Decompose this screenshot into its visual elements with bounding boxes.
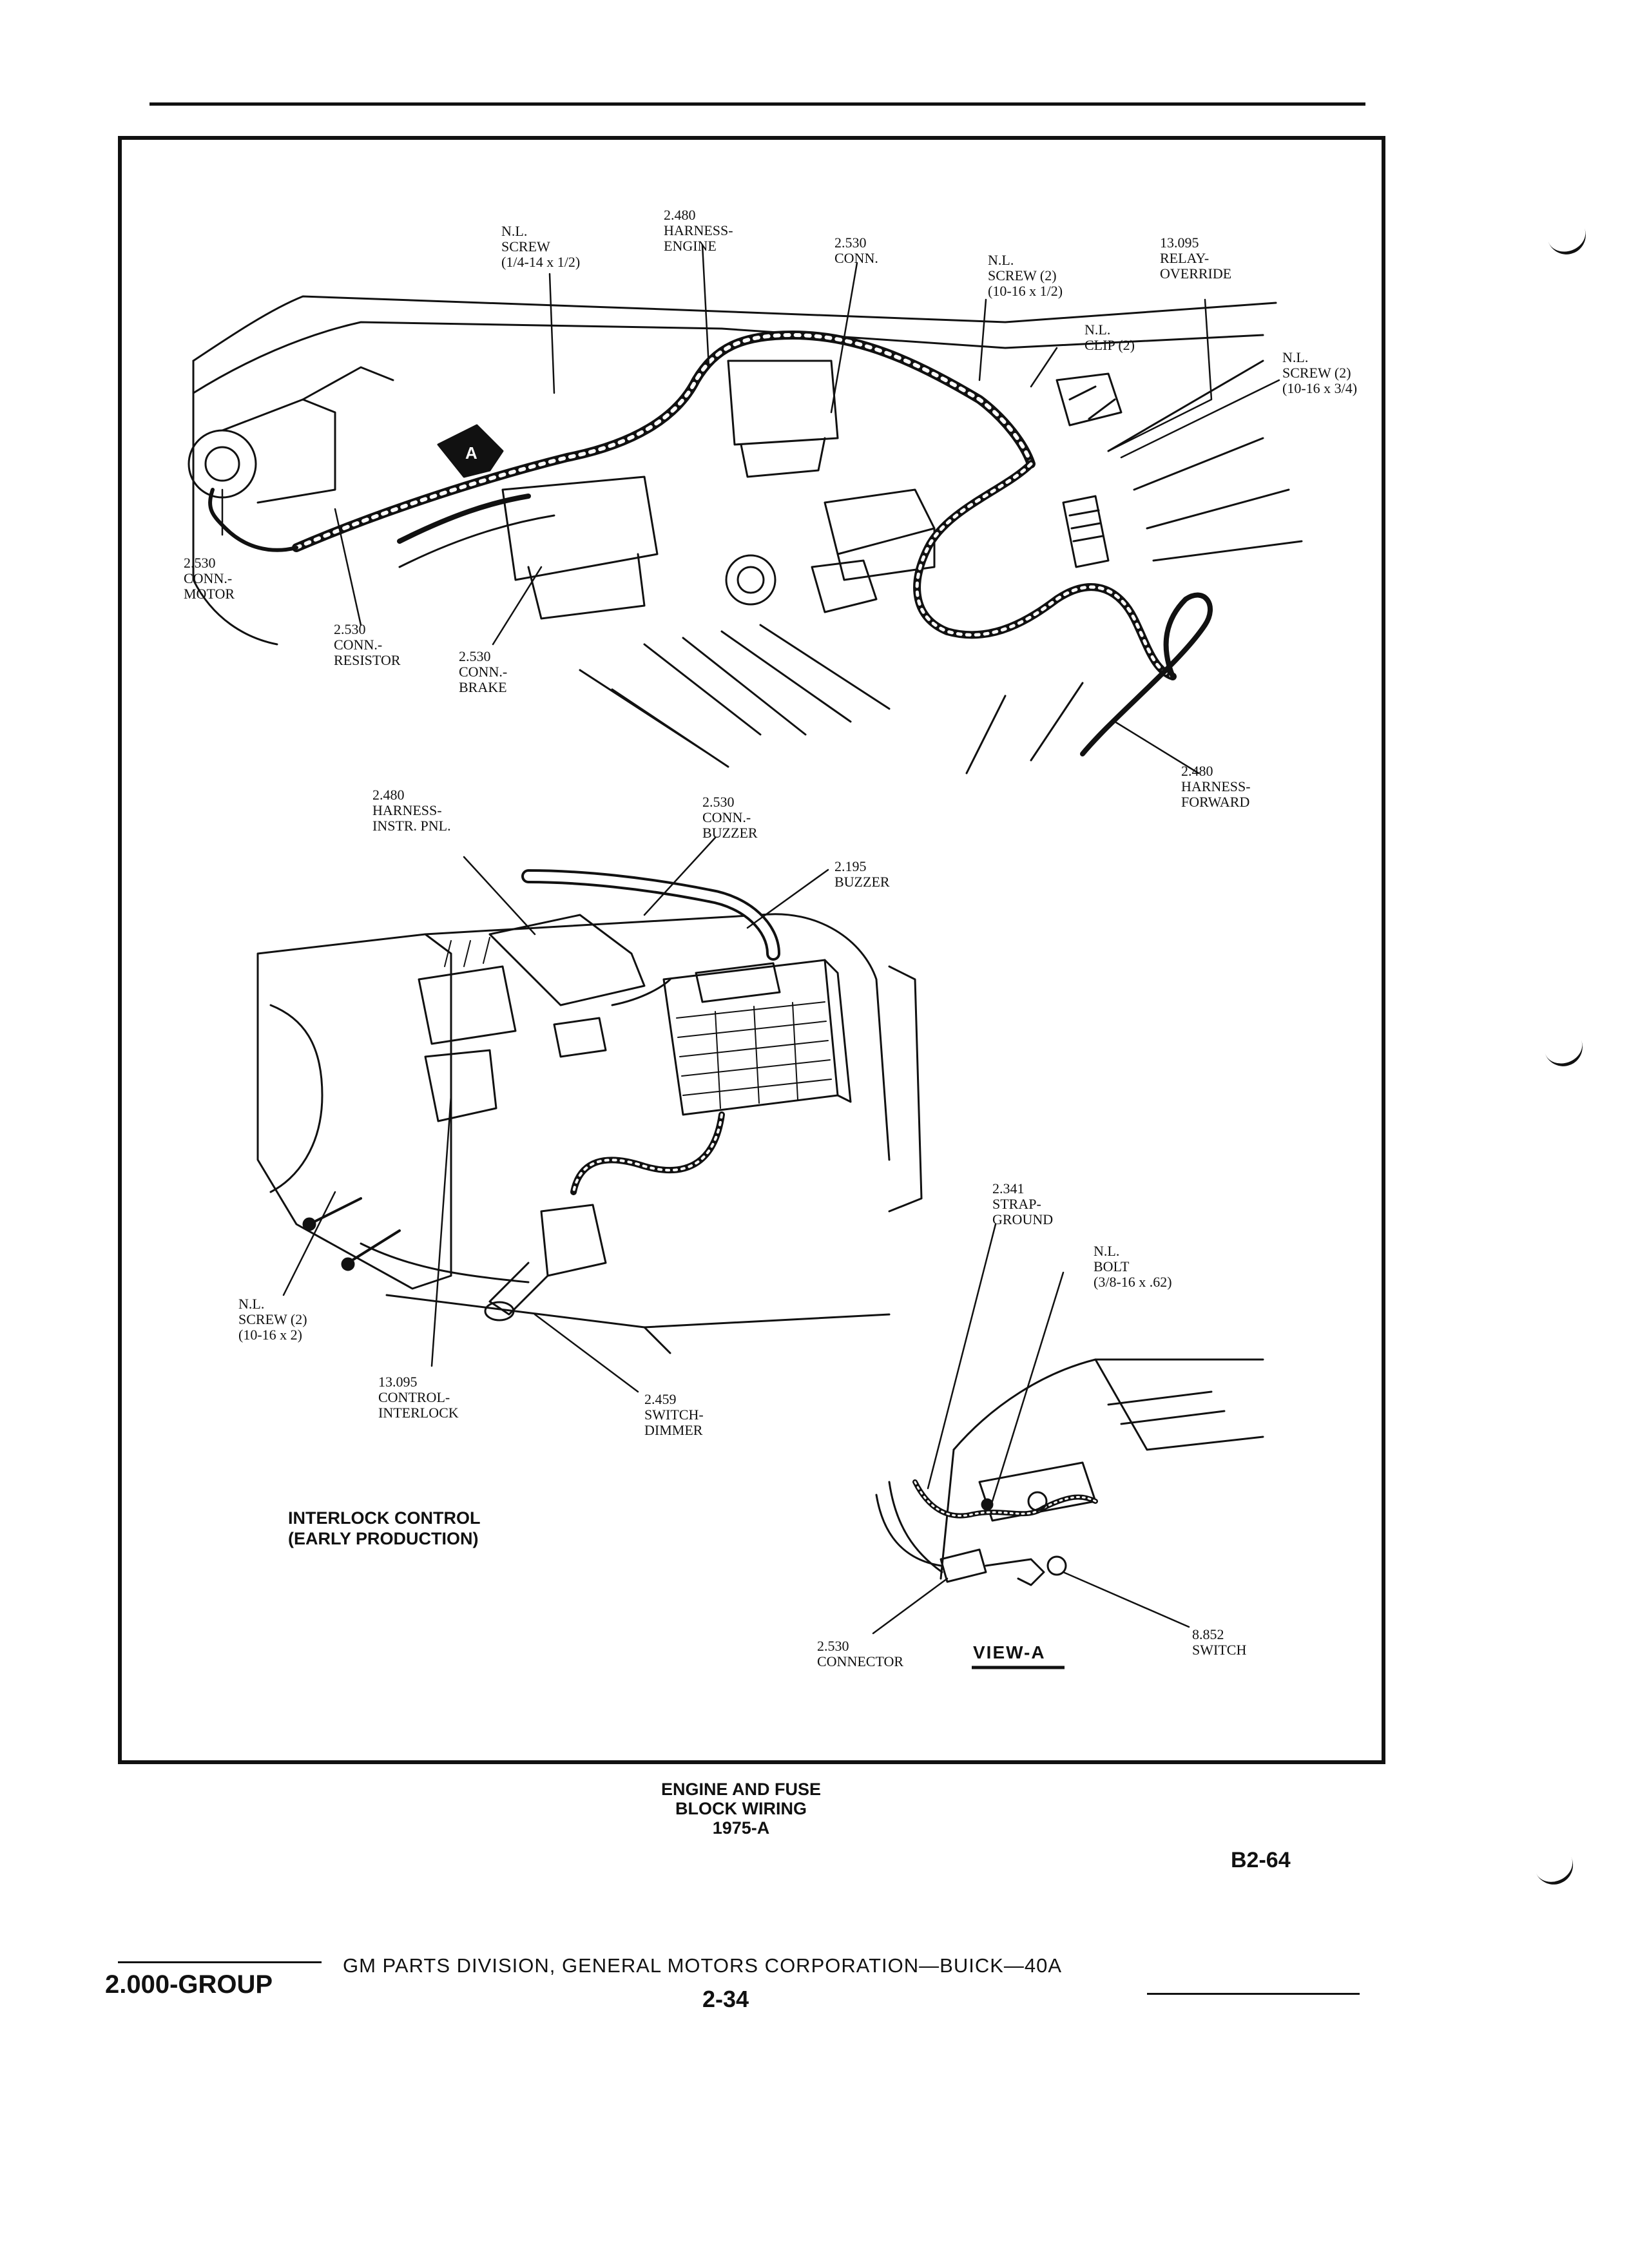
label-conn-brake: 2.530 CONN.- BRAKE bbox=[459, 648, 508, 695]
label-nl-clip: N.L. CLIP (2) bbox=[1084, 322, 1135, 353]
figure-caption: ENGINE AND FUSE BLOCK WIRING 1975-A bbox=[660, 1780, 822, 1838]
view-a-drawing bbox=[875, 1358, 1264, 1586]
callout-a-text: A bbox=[465, 443, 477, 463]
label-conn-top: 2.530 CONN. bbox=[834, 235, 878, 266]
footer-rule-right bbox=[1147, 1993, 1360, 1995]
top-rule bbox=[149, 102, 1365, 106]
view-a-label: VIEW-A bbox=[973, 1642, 1046, 1662]
label-nl-screw-4: N.L. SCREW (2) (10-16 x 2) bbox=[238, 1296, 307, 1343]
label-nl-bolt: N.L. BOLT (3/8-16 x .62) bbox=[1094, 1243, 1172, 1290]
label-nl-screw-3: N.L. SCREW (2) (10-16 x 3/4) bbox=[1282, 349, 1358, 396]
label-strap-ground: 2.341 STRAP- GROUND bbox=[992, 1180, 1054, 1227]
label-harness-engine: 2.480 HARNESS- ENGINE bbox=[664, 207, 733, 254]
label-conn-resistor: 2.530 CONN.- RESISTOR bbox=[334, 621, 401, 668]
label-nl-screw-2: N.L. SCREW (2) (10-16 x 1/2) bbox=[988, 252, 1063, 299]
engine-bay-drawing bbox=[188, 295, 1303, 774]
label-switch-dimmer: 2.459 SWITCH- DIMMER bbox=[644, 1391, 704, 1438]
label-conn-motor: 2.530 CONN.- MOTOR bbox=[184, 555, 235, 602]
fuse-block-drawing bbox=[256, 869, 923, 1354]
label-switch: 8.852 SWITCH bbox=[1192, 1626, 1247, 1658]
label-harness-instr: 2.480 HARNESS- INSTR. PNL. bbox=[372, 787, 451, 834]
label-connector: 2.530 CONNECTOR bbox=[817, 1638, 904, 1669]
label-relay-override: 13.095 RELAY- OVERRIDE bbox=[1160, 235, 1232, 282]
page-code: B2-64 bbox=[1231, 1848, 1291, 1872]
label-buzzer: 2.195 BUZZER bbox=[834, 858, 890, 890]
footer-page-number: 2-34 bbox=[702, 1986, 749, 2012]
footer-publisher: GM PARTS DIVISION, GENERAL MOTORS CORPOR… bbox=[343, 1954, 1063, 1977]
label-conn-buzzer: 2.530 CONN.- BUZZER bbox=[702, 794, 758, 841]
label-control-interlock: 13.095 CONTROL- INTERLOCK bbox=[378, 1374, 459, 1421]
leader-lines bbox=[221, 244, 1280, 1635]
label-nl-screw-1: N.L. SCREW (1/4-14 x 1/2) bbox=[501, 223, 581, 270]
label-harness-forward: 2.480 HARNESS- FORWARD bbox=[1181, 763, 1251, 810]
interlock-title: INTERLOCK CONTROL (EARLY PRODUCTION) bbox=[288, 1508, 481, 1548]
footer-rule-left bbox=[118, 1961, 322, 1963]
diagram-frame bbox=[118, 136, 1385, 1764]
footer-group: 2.000-GROUP bbox=[105, 1970, 273, 1999]
